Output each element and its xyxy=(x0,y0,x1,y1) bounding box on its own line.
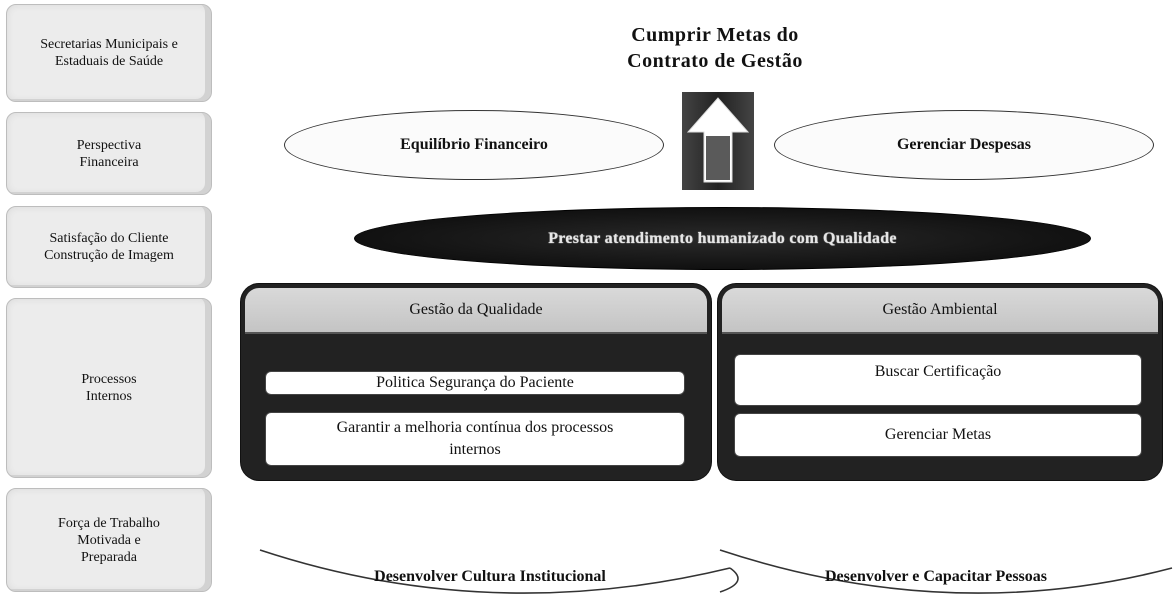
panel-header: Gestão Ambiental xyxy=(722,288,1158,334)
box-label: Politica Segurança do Paciente xyxy=(376,374,574,391)
develop-people-label: Desenvolver e Capacitar Pessoas xyxy=(824,568,1048,585)
develop-culture-label: Desenvolver Cultura Institucional xyxy=(374,568,606,585)
ellipse-label: Equilíbrio Financeiro xyxy=(400,136,548,153)
top-goal-title: Cumprir Metas do Contrato de Gestão xyxy=(627,24,803,72)
manage-expenses-ellipse: Gerenciar Despesas xyxy=(774,110,1154,180)
side-label-health-secretariats: Secretarias Municipais e Estaduais de Sa… xyxy=(6,4,212,102)
ellipse-label: Gerenciar Despesas xyxy=(896,136,1032,153)
panel-header: Gestão da Qualidade xyxy=(245,288,707,334)
box-label: Buscar Certificação xyxy=(874,363,1002,380)
side-label-text: Força de Trabalho Motivada e Preparada xyxy=(58,515,160,565)
side-label-text: Perspectiva Financeira xyxy=(76,137,142,170)
side-label-text: Satisfação do Cliente Construção de Imag… xyxy=(44,231,174,263)
side-label-workforce: Força de Trabalho Motivada e Preparada xyxy=(6,488,212,592)
workforce-arcs xyxy=(259,549,1173,594)
box-label: Garantir a melhoria contínua dos process… xyxy=(336,419,614,458)
seek-certification-box: Buscar Certificação xyxy=(734,354,1142,406)
financial-balance-ellipse: Equilíbrio Financeiro xyxy=(284,110,664,180)
manage-goals-box: Gerenciar Metas xyxy=(734,413,1142,457)
side-label-financial: Perspectiva Financeira xyxy=(6,112,212,195)
client-satisfaction-banner: Prestar atendimento humanizado com Quali… xyxy=(354,207,1091,270)
panel-header-label: Gestão Ambiental xyxy=(882,301,998,318)
side-label-client: Satisfação do Cliente Construção de Imag… xyxy=(6,206,212,288)
continuous-improvement-box: Garantir a melhoria contínua dos process… xyxy=(265,412,685,466)
quality-management-panel: Gestão da Qualidade Politica Segurança d… xyxy=(241,284,711,480)
banner-text: Prestar atendimento humanizado com Quali… xyxy=(548,229,897,247)
panel-header-label: Gestão da Qualidade xyxy=(409,301,543,318)
side-label-internal-processes: Processos Internos xyxy=(6,298,212,478)
up-arrow-icon xyxy=(682,92,754,190)
environmental-management-panel: Gestão Ambiental Buscar Certificação Ger… xyxy=(718,284,1162,480)
side-label-text: Secretarias Municipais e Estaduais de Sa… xyxy=(40,37,178,69)
patient-safety-box: Politica Segurança do Paciente xyxy=(265,371,685,395)
side-label-text: Processos Internos xyxy=(81,372,137,404)
box-label: Gerenciar Metas xyxy=(884,426,992,443)
